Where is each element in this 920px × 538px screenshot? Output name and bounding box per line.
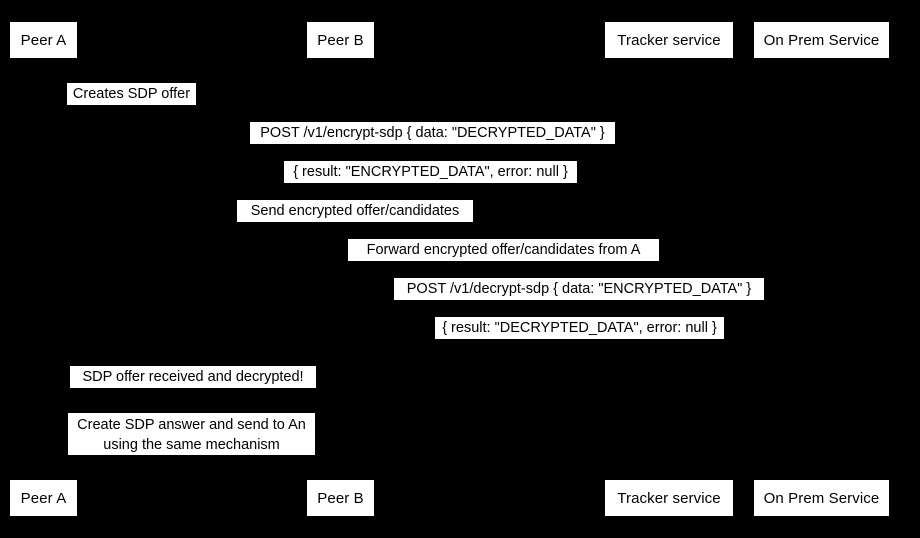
participant-label: Peer B: [317, 31, 364, 49]
message-label-create-sdp-answer[interactable]: Create SDP answer and send to An using t…: [68, 413, 315, 455]
arrow-result-decrypted-data: [340, 336, 821, 342]
arrow-creates-sdp-offer: [43, 102, 163, 108]
lifeline-peer-a: [43, 58, 44, 480]
arrow-create-sdp-answer: [43, 453, 340, 459]
participant-footer-peer-b[interactable]: Peer B: [307, 480, 374, 516]
message-label-post-encrypt-sdp[interactable]: POST /v1/encrypt-sdp { data: "DECRYPTED_…: [250, 122, 615, 144]
arrow-sdp-offer-received: [340, 385, 460, 391]
participant-label: Tracker service: [617, 489, 721, 507]
participant-header-on-prem-service[interactable]: On Prem Service: [754, 22, 889, 58]
arrow-send-encrypted-offer: [43, 219, 668, 225]
participant-label: Peer A: [20, 489, 67, 507]
message-label-line-2: using the same mechanism: [103, 437, 280, 453]
participant-label: On Prem Service: [763, 489, 880, 507]
participant-header-tracker-service[interactable]: Tracker service: [605, 22, 733, 58]
participant-label: Peer A: [20, 31, 67, 49]
participant-label: Tracker service: [617, 31, 721, 49]
message-label-send-encrypted-offer[interactable]: Send encrypted offer/candidates: [237, 200, 473, 222]
participant-label: On Prem Service: [763, 31, 880, 49]
participant-footer-peer-a[interactable]: Peer A: [10, 480, 77, 516]
message-label-result-encrypted-data[interactable]: { result: "ENCRYPTED_DATA", error: null …: [284, 161, 577, 183]
participant-footer-on-prem-service[interactable]: On Prem Service: [754, 480, 889, 516]
lifeline-on-prem-service: [821, 58, 822, 480]
message-label-forward-encrypted-offer[interactable]: Forward encrypted offer/candidates from …: [348, 239, 659, 261]
lifeline-tracker-service: [668, 58, 669, 480]
arrow-post-decrypt-sdp: [340, 297, 821, 303]
message-label-line-1: Create SDP answer and send to An: [77, 417, 306, 433]
arrow-result-encrypted-data: [43, 180, 821, 186]
message-label-creates-sdp-offer[interactable]: Creates SDP offer: [67, 83, 196, 105]
message-label-sdp-offer-received[interactable]: SDP offer received and decrypted!: [70, 366, 316, 388]
arrow-forward-encrypted-offer: [340, 258, 668, 264]
participant-header-peer-a[interactable]: Peer A: [10, 22, 77, 58]
lifeline-peer-b: [340, 58, 341, 480]
arrow-post-encrypt-sdp: [43, 141, 821, 147]
participant-footer-tracker-service[interactable]: Tracker service: [605, 480, 733, 516]
message-label-result-decrypted-data[interactable]: { result: "DECRYPTED_DATA", error: null …: [435, 317, 724, 339]
message-label-post-decrypt-sdp[interactable]: POST /v1/decrypt-sdp { data: "ENCRYPTED_…: [394, 278, 764, 300]
participant-label: Peer B: [317, 489, 364, 507]
participant-header-peer-b[interactable]: Peer B: [307, 22, 374, 58]
